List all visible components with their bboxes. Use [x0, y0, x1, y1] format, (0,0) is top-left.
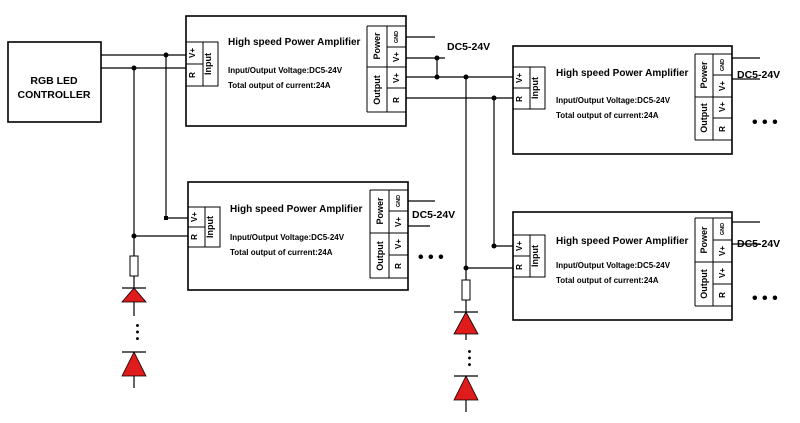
output-label: Output	[699, 103, 709, 133]
resistor	[129, 255, 139, 277]
power-vplus-label: V+	[394, 217, 403, 227]
input-label: Input	[530, 77, 540, 99]
amplifier-voltage: Input/Output Voltage:DC5-24V	[556, 261, 671, 270]
gnd-label: GND	[720, 59, 726, 71]
junction-dot	[491, 95, 497, 101]
output-vplus-label: V+	[718, 268, 727, 278]
input-vplus-label: V+	[190, 212, 199, 222]
power-vplus-label: V+	[718, 246, 727, 256]
rgb-led-controller: RGB LED CONTROLLER	[7, 41, 102, 123]
amplifier-box	[185, 15, 407, 127]
supply-label: DC5-24V	[447, 41, 490, 53]
led-diode	[453, 311, 479, 335]
junction-dot	[163, 52, 169, 58]
power-label: Power	[372, 32, 382, 60]
junction-dot	[131, 65, 137, 71]
output-vplus-label: V+	[394, 239, 403, 249]
input-label: Input	[205, 216, 215, 238]
output-r-label: R	[718, 292, 727, 298]
amplifier-current: Total output of current:24A	[556, 276, 659, 285]
amplifier-3: Input V+ R High speed Power Amplifier In…	[512, 45, 733, 155]
input-vplus-label: V+	[515, 73, 524, 83]
amplifier-voltage: Input/Output Voltage:DC5-24V	[228, 66, 343, 75]
continuation-dots: • • •	[752, 290, 778, 307]
amplifier-current: Total output of current:24A	[230, 248, 333, 257]
led-diode	[121, 351, 147, 377]
power-label: Power	[699, 226, 709, 254]
input-r-label: R	[190, 234, 199, 240]
output-vplus-label: V+	[392, 73, 401, 83]
power-label: Power	[699, 61, 709, 89]
junction-dot	[491, 243, 497, 249]
continuation-dots: • • •	[418, 249, 444, 266]
output-vplus-label: V+	[718, 102, 727, 112]
junction-dot	[164, 216, 168, 220]
amplifier-current: Total output of current:24A	[556, 111, 659, 120]
continuation-dots: • • •	[463, 350, 475, 367]
output-label: Output	[375, 241, 385, 271]
led-diode	[121, 287, 147, 303]
led-chain-left: • • •	[121, 255, 147, 377]
led-chain-middle: • • •	[453, 279, 479, 401]
amplifier-current: Total output of current:24A	[228, 81, 331, 90]
supply-label: DC5-24V	[737, 69, 780, 81]
supply-label: DC5-24V	[412, 209, 455, 221]
amplifier-title: High speed Power Amplifier	[556, 68, 689, 79]
amplifier-box	[187, 181, 409, 291]
controller-label-line2: CONTROLLER	[18, 89, 91, 101]
resistor	[461, 279, 471, 301]
gnd-label: GND	[396, 195, 402, 207]
junction-dot	[463, 74, 469, 80]
controller-box	[7, 41, 102, 123]
power-vplus-label: V+	[392, 52, 401, 62]
junction-dots	[131, 52, 497, 271]
gnd-label: GND	[394, 31, 400, 43]
continuation-dots: • • •	[752, 114, 778, 131]
power-label: Power	[375, 197, 385, 225]
amplifier-title: High speed Power Amplifier	[230, 204, 363, 215]
amplifier-4: Input V+ R High speed Power Amplifier In…	[512, 211, 733, 321]
input-label: Input	[530, 245, 540, 267]
wiring	[101, 36, 760, 412]
output-r-label: R	[392, 97, 401, 103]
amplifier-voltage: Input/Output Voltage:DC5-24V	[230, 233, 345, 242]
controller-label-line1: RGB LED	[30, 75, 78, 87]
continuation-dots: • • •	[131, 324, 143, 341]
junction-dot	[463, 265, 469, 271]
led-diode	[453, 375, 479, 401]
supply-label: DC5-24V	[737, 238, 780, 250]
input-r-label: R	[515, 96, 524, 102]
input-vplus-label: V+	[515, 241, 524, 251]
amplifier-title: High speed Power Amplifier	[228, 37, 361, 48]
gnd-label: GND	[720, 223, 726, 235]
amplifier-1: Input V+ R High speed Power Amplifier In…	[185, 15, 407, 127]
junction-dot	[131, 233, 137, 239]
input-vplus-label: V+	[188, 48, 197, 58]
power-vplus-label: V+	[718, 81, 727, 91]
input-r-label: R	[515, 264, 524, 270]
input-label: Input	[203, 53, 213, 75]
junction-dot	[434, 55, 440, 61]
amplifier-title: High speed Power Amplifier	[556, 236, 689, 247]
output-r-label: R	[394, 263, 403, 269]
input-r-label: R	[188, 72, 197, 78]
amplifier-2: Input V+ R High speed Power Amplifier In…	[187, 181, 409, 291]
output-label: Output	[372, 75, 382, 105]
output-r-label: R	[718, 126, 727, 132]
output-label: Output	[699, 269, 709, 299]
amplifier-voltage: Input/Output Voltage:DC5-24V	[556, 96, 671, 105]
junction-dot	[434, 74, 440, 80]
